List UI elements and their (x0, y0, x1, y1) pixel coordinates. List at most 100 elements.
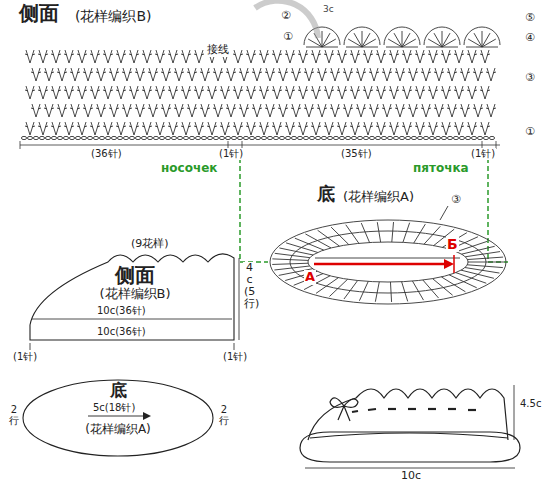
stitch-stroke (335, 68, 339, 81)
stitch-stroke (25, 126, 28, 127)
stitch-stroke (108, 50, 112, 63)
stitch-stroke (218, 68, 222, 81)
stitch-stroke (272, 259, 308, 261)
stitch-stroke (402, 54, 405, 55)
stitch-stroke (491, 104, 495, 117)
chain-stitch (339, 136, 344, 139)
stitch-stroke (383, 126, 386, 127)
stitch-stroke (377, 86, 381, 99)
stitch-stroke (181, 126, 184, 127)
stitch-stroke (486, 72, 489, 73)
stitch-stroke (231, 68, 235, 81)
stitch-stroke (114, 68, 118, 81)
stitch-stroke (104, 122, 108, 135)
stitch-stroke (376, 54, 379, 55)
stitch-stroke (78, 122, 82, 135)
stitch-stroke (331, 90, 334, 91)
stitch-stroke (32, 54, 35, 55)
stitch-stroke (296, 104, 300, 117)
stitch-stroke (407, 122, 411, 135)
stitch-stroke (162, 68, 166, 81)
stitch-stroke (266, 104, 270, 117)
stitch-stroke (78, 50, 82, 63)
stitch-stroke (306, 47, 322, 48)
stitch-stroke (175, 126, 178, 127)
stitch-stroke (298, 108, 301, 109)
stitch-stroke (394, 122, 398, 135)
stitch-stroke (279, 126, 282, 127)
stitch-stroke (309, 68, 313, 81)
stitch-stroke (272, 72, 275, 73)
stitch-stroke (90, 90, 93, 91)
stitch-stroke (456, 241, 487, 251)
stitch-stroke (298, 72, 301, 73)
chain-stitch (111, 136, 116, 139)
stitch-stroke (77, 72, 80, 73)
stitch-stroke (416, 86, 420, 99)
stitch-stroke (434, 108, 437, 109)
stitch-stroke (227, 104, 231, 117)
stitch-stroke (220, 126, 223, 127)
stitch-stroke (402, 108, 405, 109)
stitch-stroke (264, 50, 268, 63)
chain-stitch (423, 136, 428, 139)
stitch-stroke (364, 86, 368, 99)
chain-stitch (303, 136, 308, 139)
stitch-stroke (357, 54, 360, 55)
red-arrow (314, 255, 454, 273)
stitch-stroke (78, 86, 82, 99)
stitch-stroke (381, 50, 385, 63)
stitch-stroke (31, 72, 34, 73)
stitch-stroke (182, 50, 186, 63)
chain-stitch (429, 136, 434, 139)
stitch-stroke (400, 104, 404, 117)
stitch-stroke (412, 281, 423, 300)
chart-label: (1针) (470, 148, 496, 160)
stitch-stroke (75, 104, 79, 117)
stitch-stroke (338, 50, 342, 63)
stitch-stroke (264, 122, 268, 135)
stitch-stroke (454, 54, 457, 55)
stitch-stroke (447, 108, 450, 109)
stitch-stroke (231, 104, 235, 117)
stitch-stroke (129, 108, 132, 109)
stitch-stroke (246, 108, 249, 109)
stitch-stroke (311, 126, 314, 127)
chain-stitch (207, 136, 212, 139)
pattern-name: (花样编织B) (99, 287, 170, 302)
stitch-stroke (238, 86, 242, 99)
stitch-stroke (104, 50, 108, 63)
stitch-stroke (455, 122, 459, 135)
stitch-stroke (447, 72, 450, 73)
stitch-stroke (473, 72, 476, 73)
stitch-stroke (161, 72, 164, 73)
stitch-stroke (442, 50, 446, 63)
stitch-stroke (188, 54, 191, 55)
stitch-stroke (207, 72, 210, 73)
stitch-stroke (142, 72, 145, 73)
stitch-stroke (239, 72, 242, 73)
stitch-stroke (279, 54, 282, 55)
stitch-stroke (441, 72, 444, 73)
stitch-stroke (331, 54, 334, 55)
stitch-stroke (305, 68, 309, 81)
stitch-stroke (354, 33, 362, 47)
chain-stitch (141, 136, 146, 139)
chain-stitch (213, 136, 218, 139)
stitch-stroke (407, 86, 411, 99)
stitch-stroke (57, 108, 60, 109)
stitch-stroke (472, 86, 476, 99)
stitch-stroke (442, 39, 456, 47)
stitch-stroke (155, 54, 158, 55)
stitch-stroke (110, 90, 113, 91)
stitch-stroke (278, 72, 281, 73)
chain-stitch (447, 136, 452, 139)
stitch-stroke (361, 223, 369, 242)
stitch-stroke (162, 54, 165, 55)
stitch-stroke (474, 68, 478, 81)
stitch-stroke (363, 108, 366, 109)
stitch-stroke (257, 104, 261, 117)
chart-label: (9花样) (130, 238, 170, 251)
stitch-stroke (169, 50, 173, 63)
stitch-stroke (377, 50, 381, 63)
